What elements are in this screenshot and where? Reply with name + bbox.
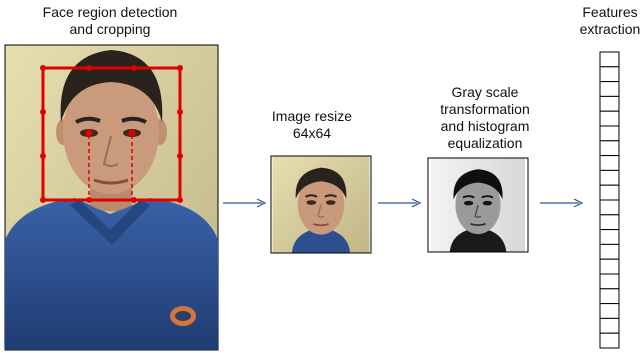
feature-cell [599,51,620,68]
arrow-right-icon [223,198,267,208]
grayscale-face-image [427,157,529,253]
flow-arrows [223,198,584,208]
feature-cell [599,110,620,127]
detection-overlay [40,65,183,203]
feature-cell [599,199,620,216]
resized-face-image [270,155,372,254]
feature-cell [599,140,620,157]
step-label-features: Features extraction [570,4,642,38]
label-line: and cropping [69,21,151,37]
arrow-right-icon [378,198,422,208]
feature-cell [599,184,620,201]
feature-cell [599,125,620,142]
feature-cell [599,66,620,83]
feature-cell [599,288,620,305]
label-line: 64x64 [292,125,332,141]
label-line: Gray scale [451,84,519,100]
feature-cell [599,273,620,290]
feature-cell [599,95,620,112]
feature-vector [599,51,620,349]
original-photo [4,44,219,351]
feature-cell [599,258,620,275]
label-line: extraction [579,21,641,37]
feature-cell [599,169,620,186]
step-label-resize: Image resize 64x64 [262,108,362,142]
step-label-face-detection: Face region detection and cropping [18,4,202,38]
feature-cell [599,317,620,334]
feature-cell [599,229,620,245]
label-line: Face region detection [42,4,178,20]
arrow-right-icon [540,198,584,208]
label-line: Features [582,4,638,20]
label-line: transformation [440,101,530,117]
feature-cell [599,214,620,231]
feature-cell [599,303,620,319]
label-line: and histogram [440,118,530,134]
feature-cell [599,332,620,349]
label-line: equalization [447,135,523,151]
step-label-grayscale: Gray scale transformation and histogram … [420,84,550,152]
feature-cell [599,81,620,97]
feature-cell [599,243,620,260]
feature-cell [599,155,620,171]
label-line: Image resize [271,108,353,124]
